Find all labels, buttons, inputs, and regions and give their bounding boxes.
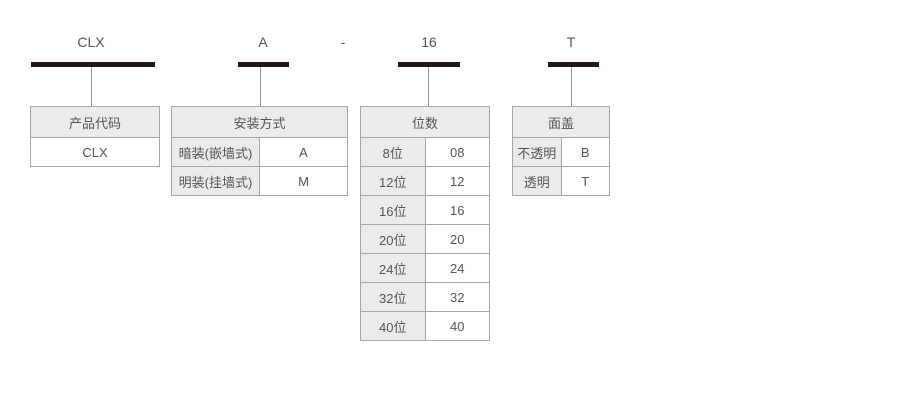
table-row: 暗装(嵌墙式) A [171, 137, 348, 167]
cell-ways-name-2: 16位 [360, 195, 426, 225]
cell-ways-name-1: 12位 [360, 166, 426, 196]
table-header-product-code: 产品代码 [30, 106, 160, 138]
table-row: 20位 20 [360, 224, 490, 254]
table-product-code: 产品代码 CLX [30, 106, 160, 167]
cell-product-code-value: CLX [30, 137, 160, 167]
connector-mounting [260, 67, 261, 106]
cell-ways-name-3: 20位 [360, 224, 426, 254]
cell-ways-code-6: 40 [424, 311, 490, 341]
cell-ways-code-3: 20 [424, 224, 490, 254]
table-row-header: 安装方式 [171, 106, 348, 138]
table-header-cover-type: 面盖 [512, 106, 610, 138]
code-label-product: CLX [77, 34, 105, 50]
cell-ways-name-4: 24位 [360, 253, 426, 283]
cell-ways-code-2: 16 [424, 195, 490, 225]
cell-mounting-name-0: 暗装(嵌墙式) [171, 137, 260, 167]
table-row: 16位 16 [360, 195, 490, 225]
table-header-mounting-type: 安装方式 [171, 106, 348, 138]
table-cover-type: 面盖 不透明 B 透明 T [512, 106, 610, 196]
table-row: 8位 08 [360, 137, 490, 167]
table-row: 不透明 B [512, 137, 610, 167]
cell-mounting-code-0: A [259, 137, 348, 167]
cell-ways-code-1: 12 [424, 166, 490, 196]
table-row: 透明 T [512, 166, 610, 196]
table-row: 12位 12 [360, 166, 490, 196]
leader-bar-ways [398, 62, 460, 67]
cell-mounting-code-1: M [259, 166, 348, 196]
cell-cover-name-0: 不透明 [512, 137, 562, 167]
table-header-way-count: 位数 [360, 106, 490, 138]
table-row: 32位 32 [360, 282, 490, 312]
table-row: 明装(挂墙式) M [171, 166, 348, 196]
cell-ways-name-6: 40位 [360, 311, 426, 341]
cell-ways-name-0: 8位 [360, 137, 426, 167]
cell-ways-name-5: 32位 [360, 282, 426, 312]
code-label-mounting: A [258, 34, 268, 50]
table-row: 24位 24 [360, 253, 490, 283]
table-row-header: 产品代码 [30, 106, 160, 138]
code-label-ways: 16 [421, 34, 437, 50]
cell-cover-code-1: T [560, 166, 610, 196]
cell-ways-code-5: 32 [424, 282, 490, 312]
table-row: 40位 40 [360, 311, 490, 341]
table-way-count: 位数 8位 08 12位 12 16位 16 20位 20 24位 24 [360, 106, 490, 341]
table-row: CLX [30, 137, 160, 167]
leader-bar-product [31, 62, 155, 67]
leader-bar-cover [548, 62, 599, 67]
cell-ways-code-0: 08 [424, 137, 490, 167]
connector-ways [428, 67, 429, 106]
table-row-header: 面盖 [512, 106, 610, 138]
cell-cover-name-1: 透明 [512, 166, 562, 196]
code-separator-hyphen: - [340, 34, 346, 50]
cell-mounting-name-1: 明装(挂墙式) [171, 166, 260, 196]
connector-product [91, 67, 92, 106]
table-mounting-type: 安装方式 暗装(嵌墙式) A 明装(挂墙式) M [171, 106, 348, 196]
leader-bar-mounting [238, 62, 289, 67]
cell-ways-code-4: 24 [424, 253, 490, 283]
table-row-header: 位数 [360, 106, 490, 138]
code-label-cover: T [566, 34, 576, 50]
cell-cover-code-0: B [560, 137, 610, 167]
connector-cover [571, 67, 572, 106]
